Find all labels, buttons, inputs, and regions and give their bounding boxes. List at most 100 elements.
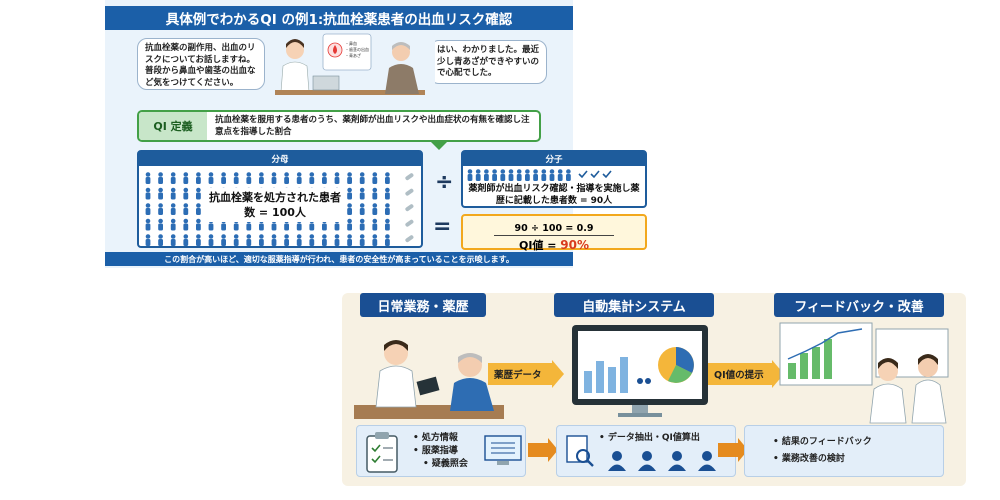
qi-definition-text: 抗血栓薬を服用する患者のうち、薬剤師が出血リスクや出血症状の有無を確認し注意点を…	[215, 115, 530, 137]
person-icon	[467, 169, 473, 181]
patient-speech-bubble: はい、わかりました。最近少し青あざができやすいので心配でした。	[429, 40, 547, 84]
person-icon	[549, 169, 555, 181]
pill-icon	[405, 173, 414, 181]
person-icon	[359, 203, 365, 215]
person-icon	[196, 187, 201, 200]
person-icon	[196, 203, 201, 215]
person-icon	[557, 169, 563, 181]
pill-icon	[405, 219, 414, 227]
magnifier-document-icon	[566, 435, 594, 467]
list-item: 服薬指導	[413, 445, 468, 458]
denominator-box: 分母 抗血栓薬を処方された患者数 = 100人	[137, 150, 423, 248]
person-icon	[246, 234, 252, 246]
list-item-sub: 疑義照会	[413, 458, 468, 471]
users-icon	[608, 451, 716, 471]
svg-text:・鼻血: ・鼻血	[345, 40, 357, 46]
person-icon	[372, 187, 378, 200]
daily-work-details: 処方情報 服薬指導 疑義照会	[356, 425, 526, 477]
qi-value-line: QI値 = 90%	[463, 237, 645, 253]
person-icon	[158, 234, 163, 246]
pharmacist-patient-illustration	[354, 340, 504, 419]
person-icon	[284, 234, 289, 246]
pill-icon	[405, 235, 414, 243]
people-row-icon	[467, 169, 612, 181]
pill-icon	[405, 188, 414, 196]
person-icon	[372, 234, 378, 246]
person-icon	[170, 187, 176, 200]
svg-text:・歯茎の出血: ・歯茎の出血	[345, 46, 369, 52]
person-icon	[347, 172, 352, 184]
person-icon	[347, 203, 352, 215]
feedback-details: 結果のフィードバック 業務改善の検討	[744, 425, 944, 477]
list-item: データ抽出・QI値算出	[599, 432, 700, 445]
person-icon	[221, 234, 226, 246]
qi-formula: 90 ÷ 100 = 0.9	[494, 223, 614, 236]
divide-symbol: ÷	[435, 170, 454, 195]
person-icon	[158, 218, 163, 231]
denominator-label: 抗血栓薬を処方された患者数 = 100人	[205, 188, 345, 222]
person-icon	[309, 172, 315, 184]
person-icon	[183, 234, 189, 246]
auto-aggregation-header: 自動集計システム	[554, 293, 714, 317]
person-icon	[221, 172, 226, 184]
clipboard-icon	[366, 432, 398, 473]
feedback-illustration	[779, 322, 949, 424]
person-icon	[183, 187, 189, 200]
list-item: 業務改善の検討	[773, 453, 872, 466]
person-icon	[533, 169, 538, 181]
panel-title: 具体例でわかるQI の例1:抗血栓薬患者の出血リスク確認	[105, 6, 573, 30]
person-icon	[208, 234, 214, 246]
person-icon	[271, 172, 277, 184]
person-icon	[183, 172, 189, 184]
qi-definition-tag: QI 定義	[139, 112, 207, 140]
dashboard-monitor-illustration	[572, 325, 708, 417]
person-icon	[334, 172, 340, 184]
person-icon	[196, 234, 201, 246]
qi-example-panel: 具体例でわかるQI の例1:抗血栓薬患者の出血リスク確認 抗血栓薬の副作用、出血…	[105, 0, 647, 268]
person-icon	[372, 218, 378, 231]
person-icon	[170, 172, 176, 184]
person-icon	[170, 203, 176, 215]
person-icon	[196, 172, 201, 184]
person-icon	[359, 172, 365, 184]
person-icon	[500, 169, 506, 181]
person-icon	[347, 234, 352, 246]
list-item: 処方情報	[413, 432, 468, 445]
pill-icon	[405, 204, 414, 212]
person-icon	[385, 187, 390, 200]
person-icon	[492, 169, 497, 181]
document-list-icon	[484, 435, 522, 465]
person-icon	[145, 203, 151, 215]
qi-value-label: QI値 =	[518, 239, 561, 252]
person-icon	[334, 234, 340, 246]
check-icon	[578, 170, 612, 179]
qi-value-arrow: QI値の提示	[708, 360, 784, 388]
person-icon	[566, 169, 571, 181]
person-icon	[359, 218, 365, 231]
person-icon	[322, 172, 327, 184]
qi-definition-box: QI 定義 抗血栓薬を服用する患者のうち、薬剤師が出血リスクや出血症状の有無を確…	[137, 110, 541, 142]
person-icon	[208, 172, 214, 184]
person-icon	[309, 234, 315, 246]
person-icon	[372, 172, 378, 184]
consultation-illustration: ・鼻血 ・歯茎の出血 ・青あざ	[265, 30, 435, 108]
person-icon	[196, 218, 201, 231]
person-icon	[145, 218, 151, 231]
person-icon	[233, 234, 239, 246]
svg-text:・青あざ: ・青あざ	[345, 52, 361, 58]
person-icon	[296, 234, 302, 246]
person-icon	[385, 203, 390, 215]
qi-result-box: 90 ÷ 100 = 0.9 QI値 = 90%	[461, 214, 647, 253]
pharmacist-speech-bubble: 抗血栓薬の副作用、出血のリスクについてお話しますね。普段から鼻血や歯茎の出血など…	[137, 38, 265, 90]
bleeding-risk-poster: ・鼻血 ・歯茎の出血 ・青あざ	[322, 33, 372, 71]
person-icon	[259, 234, 264, 246]
person-icon	[145, 172, 151, 184]
person-icon	[508, 169, 514, 181]
person-icon	[359, 187, 365, 200]
person-icon	[372, 203, 378, 215]
qi-value: 90%	[560, 238, 590, 252]
person-icon	[385, 218, 390, 231]
numerator-label: 薬剤師が出血リスク確認・指導を実施し薬歴に記載した患者数 = 90人	[468, 184, 640, 206]
down-arrow-icon	[431, 142, 447, 150]
